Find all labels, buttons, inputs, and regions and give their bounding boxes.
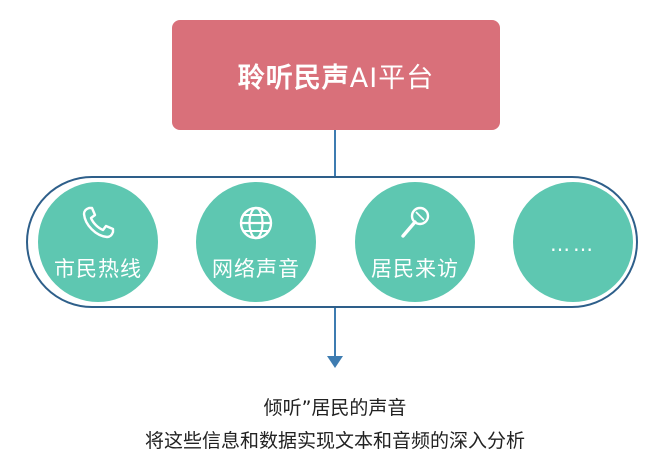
title-connector-line [334,130,336,176]
platform-title-light: AI平台 [349,62,435,94]
microphone-icon [401,206,430,238]
globe-icon [239,206,273,240]
caption-line-1: 倾听”居民的声音 [263,397,407,419]
platform-title-bold: 聆听民声 [237,62,350,94]
source-bubble-hotline: 市民热线 [38,182,158,302]
source-bubble-visit: 居民来访 [355,182,475,302]
flow-arrow-line [334,308,336,358]
source-label: 网络声音 [212,257,300,281]
phone-icon [82,206,115,239]
caption-line-2: 将这些信息和数据实现文本和音频的深入分析 [144,430,525,452]
flow-arrow-head [327,356,343,368]
more-ellipsis: …… [550,232,596,256]
source-bubble-more: …… [513,182,633,302]
source-label: 居民来访 [371,257,459,281]
source-bubble-online: 网络声音 [196,182,316,302]
source-label: 市民热线 [54,257,142,281]
